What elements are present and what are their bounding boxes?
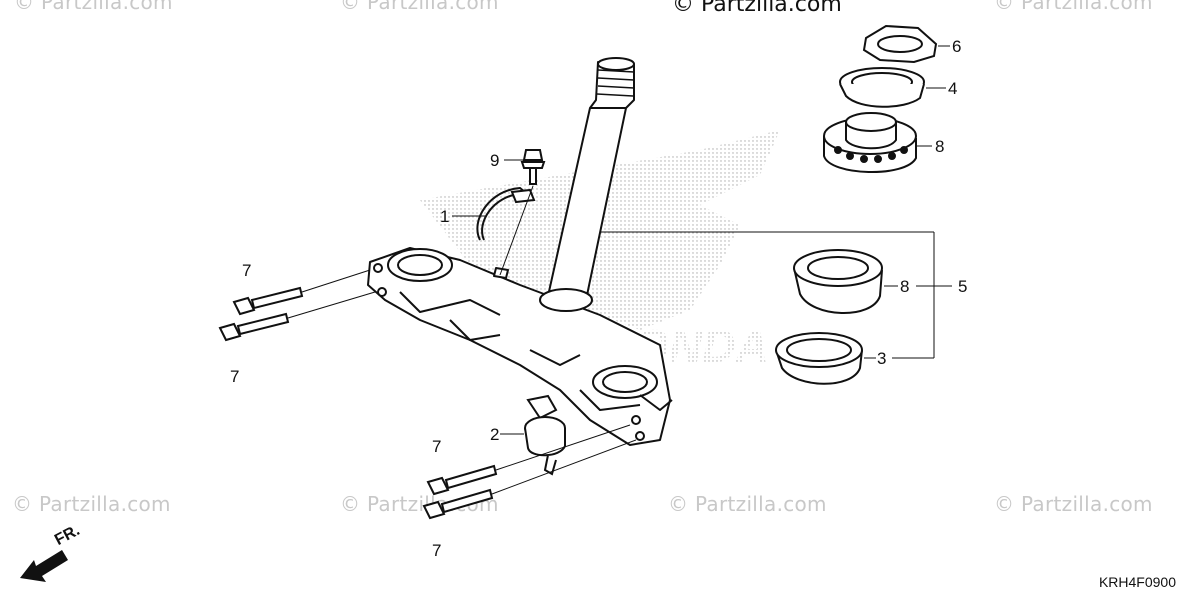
callout-6: 6 xyxy=(952,37,962,56)
watermark: © Partzilla.com xyxy=(14,0,173,14)
callout-leader-lines xyxy=(452,45,952,435)
watermark: © Partzilla.com xyxy=(668,492,827,516)
flange-bolt-7-lower-bottom xyxy=(422,488,494,520)
diagram-code: KRH4F0900 xyxy=(1098,574,1176,590)
lower-bearing-race xyxy=(793,249,883,314)
cable-clamp xyxy=(524,394,566,476)
bearing-seal xyxy=(775,332,863,385)
callout-7-lower-left: 7 xyxy=(230,367,240,386)
callout-1: 1 xyxy=(440,207,450,226)
callout-8-lower: 8 xyxy=(900,277,910,296)
watermark: © Partzilla.com xyxy=(994,492,1153,516)
callout-7-upper-bottom: 7 xyxy=(432,437,442,456)
callout-7-lower-bottom: 7 xyxy=(432,541,442,560)
front-direction-arrow-icon xyxy=(20,550,68,582)
steering-bottom-bridge xyxy=(367,247,673,446)
callout-5: 5 xyxy=(958,277,968,296)
bolt-guide-lines xyxy=(287,185,637,495)
copyright-notice: © Partzilla.com xyxy=(672,0,842,17)
callout-2: 2 xyxy=(490,425,500,444)
watermark: © Partzilla.com xyxy=(340,0,499,14)
dust-seal xyxy=(839,67,925,108)
callout-3: 3 xyxy=(877,349,887,368)
flange-bolt-7-upper-bottom xyxy=(426,464,498,496)
steering-stem-locknut xyxy=(862,24,938,64)
cable-guide xyxy=(476,186,536,241)
callout-8-upper: 8 xyxy=(935,137,945,156)
flange-bolt-9 xyxy=(520,149,546,185)
callout-7-upper-left: 7 xyxy=(242,261,252,280)
watermark: © Partzilla.com xyxy=(994,0,1153,14)
flange-bolt-7-lower-left xyxy=(218,312,290,342)
callout-9: 9 xyxy=(490,151,500,170)
upper-bearing xyxy=(823,112,917,174)
watermark: © Partzilla.com xyxy=(12,492,171,516)
callout-4: 4 xyxy=(948,79,958,98)
flange-bolt-7-upper-left xyxy=(232,286,304,316)
